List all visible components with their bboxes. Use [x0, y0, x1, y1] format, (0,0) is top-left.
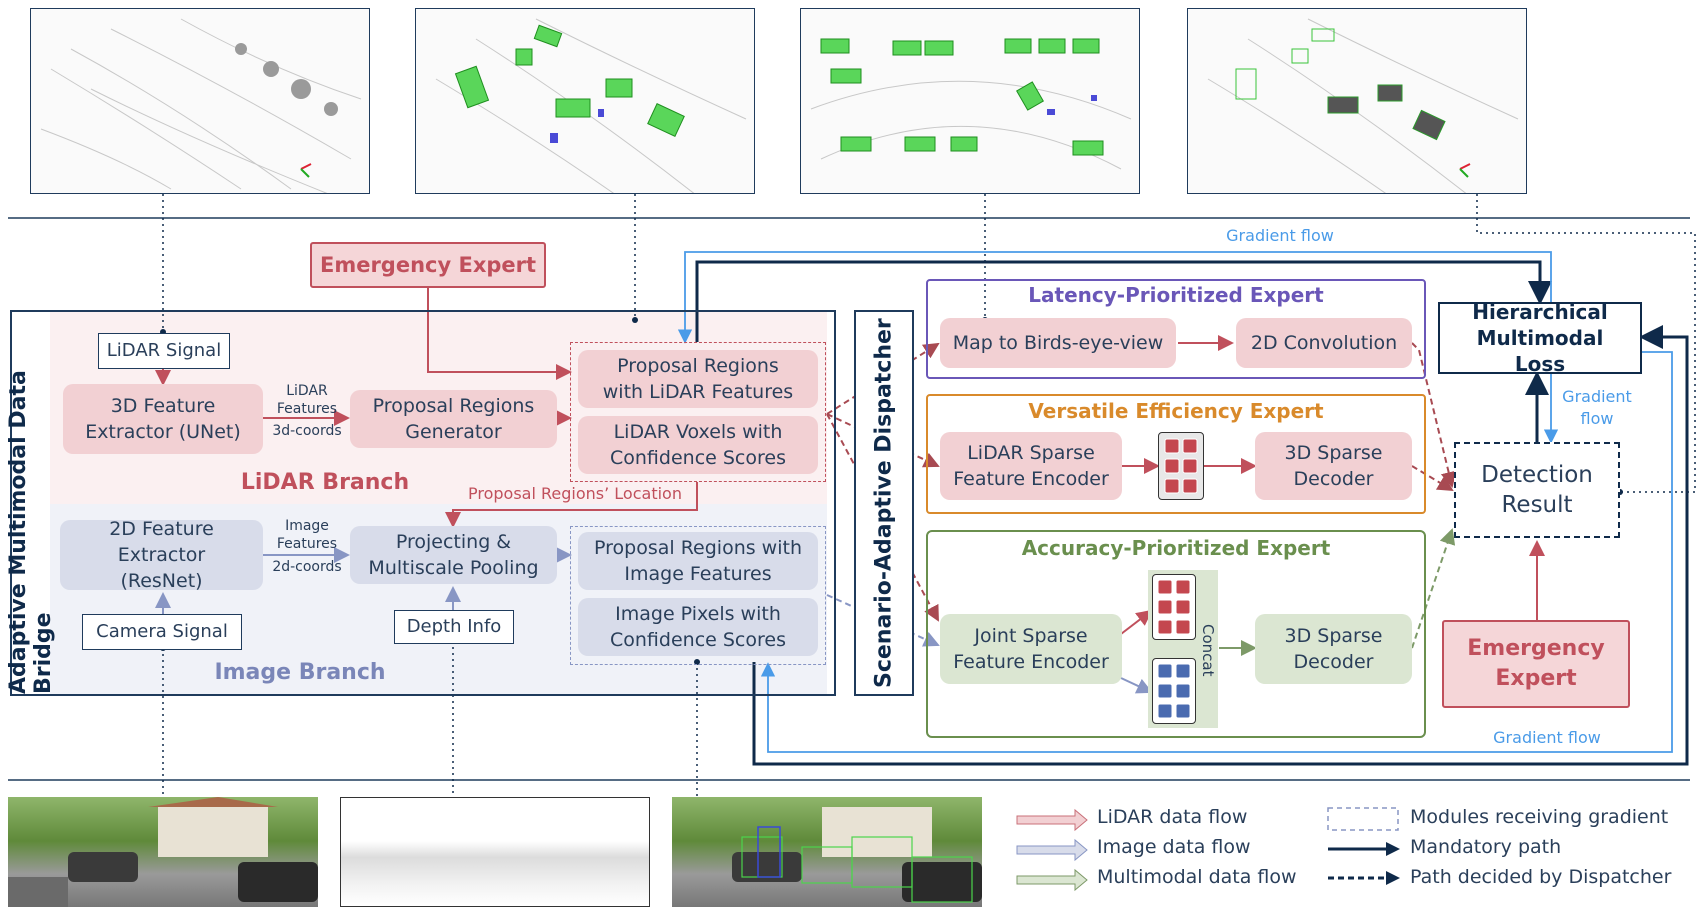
accuracy-lidar-grid [1152, 574, 1196, 640]
latency-expert-title: Latency-Prioritized Expert [1028, 283, 1324, 307]
lidar-3d-coords-label: 3d-coords [272, 423, 342, 439]
proposal-regions-generator: Proposal Regions Generator [350, 390, 557, 448]
detection-photo-image [732, 807, 982, 903]
accuracy-expert-frame [926, 530, 1426, 738]
legend-multimodal-flow: Multimodal data flow [1097, 866, 1297, 888]
camera-photo [8, 797, 318, 907]
data-bridge-title: Adaptive Multimodal Data Bridge [6, 370, 56, 694]
detection-photo [672, 797, 982, 907]
versatile-3d-sparse-decoder: 3D Sparse Decoder [1255, 432, 1412, 500]
lidar-gradient-group [570, 342, 826, 482]
versatile-expert-title: Versatile Efficiency Expert [1028, 399, 1324, 423]
legend-mandatory-path: Mandatory path [1410, 836, 1562, 858]
accuracy-lidar-grid-icon [1157, 579, 1191, 635]
lidar-signal: LiDAR Signal [98, 333, 230, 369]
pointcloud-raw-image [40, 18, 362, 193]
concat-label: Concat [1199, 623, 1217, 677]
latency-expert-frame [926, 279, 1426, 379]
camera-signal: Camera Signal [82, 614, 242, 650]
image-branch-label: Image Branch [214, 660, 386, 685]
versatile-feature-grid [1158, 432, 1204, 500]
gradient-flow-right: Gradient flow [1562, 387, 1632, 428]
emergency-expert-bottom: Emergency Expert [1442, 620, 1630, 708]
depth-info: Depth Info [394, 610, 514, 644]
versatile-expert-frame [926, 394, 1426, 514]
image-gradient-group [570, 526, 826, 665]
gradient-flow-top: Gradient flow [1226, 226, 1334, 245]
pointcloud-panel-raw [30, 8, 370, 194]
2d-feature-extractor: 2D Feature Extractor (ResNet) [60, 518, 263, 592]
legend-path-symbols [1327, 807, 1400, 885]
projecting-pooling: Projecting & Multiscale Pooling [350, 526, 557, 584]
3d-feature-extractor: 3D Feature Extractor (UNet) [63, 384, 263, 454]
image-pixels-confidence: Image Pixels with Confidence Scores [578, 598, 818, 656]
accuracy-image-grid-icon [1157, 663, 1191, 719]
lidar-voxels-confidence: LiDAR Voxels with Confidence Scores [578, 416, 818, 474]
lidar-features-label: LiDAR Features [276, 383, 338, 417]
pointcloud-panel-bev [800, 8, 1140, 194]
image-features-label: Image Features [276, 518, 338, 552]
joint-sparse-encoder: Joint Sparse Feature Encoder [940, 614, 1122, 684]
versatile-grid-icon [1164, 438, 1198, 494]
legend-image-flow: Image data flow [1097, 836, 1251, 858]
scenario-dispatcher [854, 310, 914, 696]
accuracy-3d-sparse-decoder: 3D Sparse Decoder [1255, 614, 1412, 684]
proposal-location-label: Proposal Regions’ Location [468, 484, 682, 503]
lidar-sparse-encoder: LiDAR Sparse Feature Encoder [940, 432, 1122, 500]
legend-flow-arrows [1016, 808, 1088, 892]
accuracy-expert-title: Accuracy-Prioritized Expert [1021, 536, 1331, 560]
legend-dispatcher-path: Path decided by Dispatcher [1410, 866, 1672, 888]
proposal-regions-image: Proposal Regions with Image Features [578, 532, 818, 590]
camera-photo-image [8, 797, 318, 907]
data-bridge-frame [10, 310, 836, 696]
legend-gradient-modules: Modules receiving gradient [1410, 806, 1669, 828]
image-2d-coords-label: 2d-coords [272, 559, 342, 575]
dispatcher-title: Scenario-Adaptive Dispatcher [871, 318, 897, 688]
pointcloud-panel-detections [415, 8, 755, 194]
legend-lidar-flow: LiDAR data flow [1097, 806, 1248, 828]
proposal-regions-lidar: Proposal Regions with LiDAR Features [578, 350, 818, 408]
emergency-expert-top: Emergency Expert [310, 242, 546, 288]
pointcloud-detections-image [435, 18, 747, 193]
depth-photo [340, 797, 650, 907]
gradient-flow-bottom: Gradient flow [1493, 728, 1601, 747]
pointcloud-result-image [1207, 18, 1519, 193]
lidar-branch-label: LiDAR Branch [240, 470, 410, 495]
map-to-bev: Map to Birds-eye-view [940, 318, 1176, 368]
pointcloud-bev-image [810, 38, 1132, 170]
hierarchical-loss: Hierarchical Multimodal Loss [1438, 300, 1642, 376]
detection-result: Detection Result [1454, 442, 1620, 538]
2d-convolution: 2D Convolution [1236, 318, 1412, 368]
pointcloud-panel-result [1187, 8, 1527, 194]
accuracy-image-grid [1152, 658, 1196, 724]
